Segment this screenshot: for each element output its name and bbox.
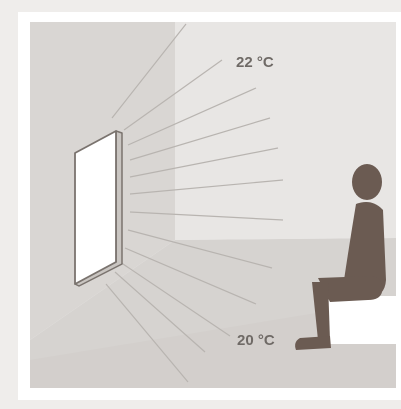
temperature-upper-label: 22 °C <box>236 54 274 71</box>
wall-mounted-infrared-panel-icon <box>75 131 122 286</box>
temperature-lower-label: 20 °C <box>237 332 275 349</box>
